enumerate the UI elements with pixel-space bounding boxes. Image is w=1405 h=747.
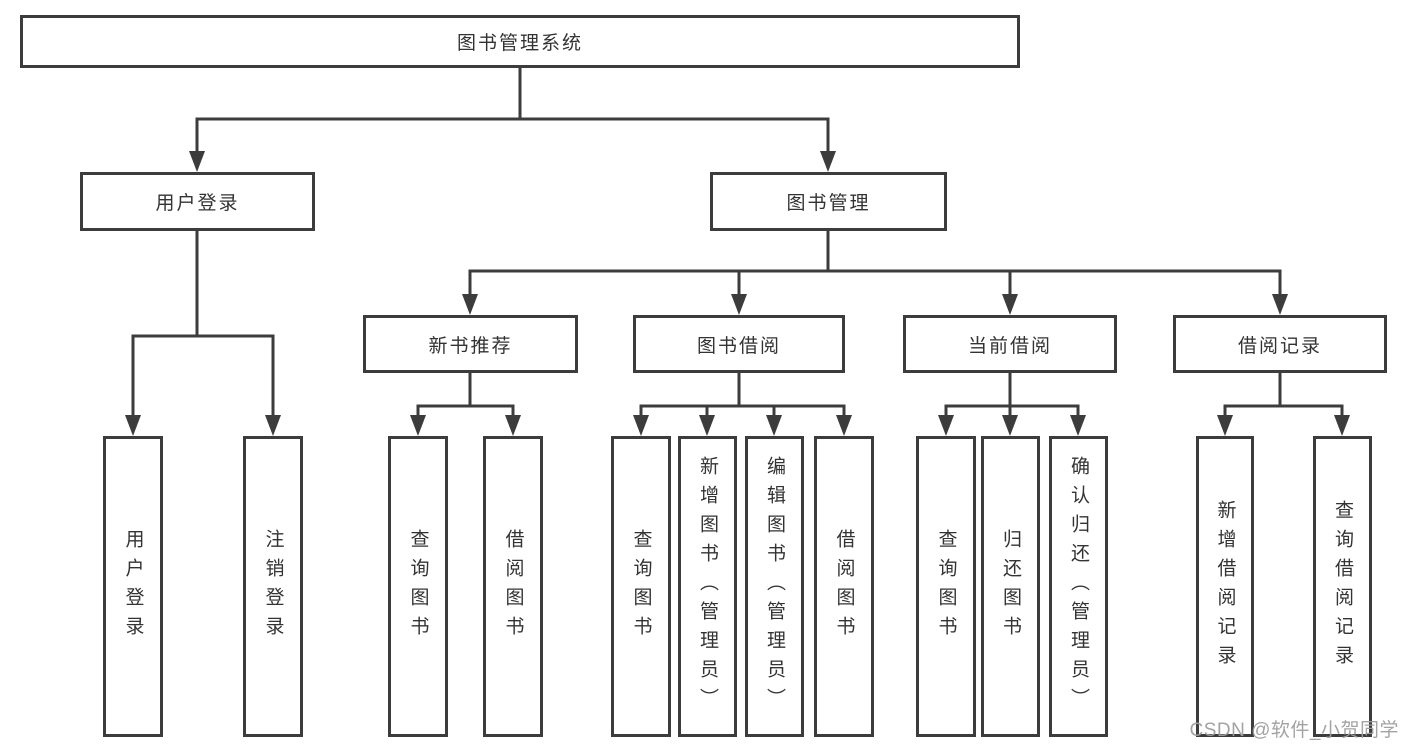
- leaf-label: 借阅图书: [833, 528, 855, 645]
- leaf-label: 查询借阅记录: [1332, 499, 1353, 674]
- leaf-query-borrow-record: 查询借阅记录: [1313, 436, 1372, 737]
- leaf-label: 归还图书: [1000, 528, 1021, 645]
- leaf-confirm-return-admin: 确认归还（管理员）: [1049, 436, 1108, 737]
- node-book-borrowing: 图书借阅: [633, 315, 845, 373]
- node-label: 当前借阅: [967, 335, 1052, 357]
- leaf-label: 借阅图书: [502, 528, 524, 645]
- leaf-label: 新增图书（管理员）: [697, 456, 718, 717]
- node-new-book-recommend: 新书推荐: [363, 315, 578, 373]
- leaf-label: 新增借阅记录: [1214, 499, 1236, 674]
- leaf-label: 查询图书: [630, 528, 652, 645]
- leaf-borrow-books-borrowing: 借阅图书: [814, 436, 874, 737]
- leaf-return-books: 归还图书: [981, 436, 1040, 737]
- leaf-query-books-borrowing: 查询图书: [611, 436, 671, 737]
- leaf-query-books-recommend: 查询图书: [388, 436, 448, 737]
- leaf-label: 用户登录: [122, 528, 144, 645]
- leaf-add-borrow-record: 新增借阅记录: [1196, 436, 1254, 737]
- csdn-watermark: CSDN @软件_小贺同学: [1189, 720, 1399, 741]
- leaf-label: 查询图书: [407, 528, 429, 645]
- leaf-label: 注销登录: [262, 528, 284, 645]
- leaf-add-books-admin: 新增图书（管理员）: [678, 436, 737, 737]
- node-borrowing-records: 借阅记录: [1173, 315, 1387, 373]
- node-current-borrowing: 当前借阅: [903, 315, 1117, 373]
- leaf-edit-books-admin: 编辑图书（管理员）: [745, 436, 804, 737]
- leaf-label: 确认归还（管理员）: [1068, 456, 1089, 717]
- leaf-logout-login: 注销登录: [243, 436, 303, 737]
- node-label: 图书管理: [786, 193, 871, 214]
- node-user-login: 用户登录: [80, 172, 315, 231]
- leaf-label: 查询图书: [935, 528, 957, 645]
- node-library-management-system: 图书管理系统: [20, 15, 1020, 68]
- node-label: 借阅记录: [1237, 335, 1322, 357]
- leaf-borrow-books-recommend: 借阅图书: [483, 436, 543, 737]
- node-label: 新书推荐: [428, 335, 513, 357]
- leaf-user-login: 用户登录: [103, 436, 163, 737]
- node-label: 图书借阅: [696, 335, 781, 357]
- leaf-query-books-current: 查询图书: [916, 436, 976, 737]
- node-book-management: 图书管理: [710, 172, 947, 231]
- node-label: 用户登录: [155, 193, 240, 214]
- leaf-label: 编辑图书（管理员）: [764, 456, 785, 717]
- node-label: 图书管理系统: [456, 33, 583, 54]
